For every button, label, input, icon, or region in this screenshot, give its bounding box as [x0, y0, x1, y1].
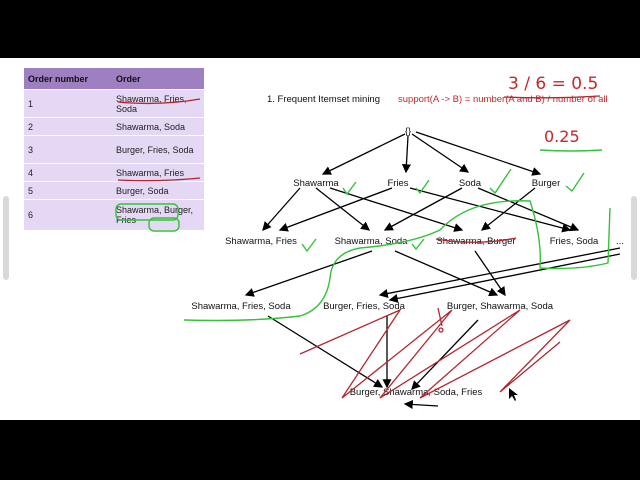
node-level2: Shawarma, Burger [436, 236, 515, 247]
order-cell: Burger, Soda [112, 181, 204, 200]
node-level2: Fries, Soda [550, 236, 599, 247]
table-row: 2 Shawarma, Soda [24, 117, 204, 136]
red-scribble-marks [299, 307, 571, 399]
node-level1: Fries [387, 178, 408, 189]
order-header: Order [112, 68, 204, 90]
table-row: 1 Shawarma, Fries, Soda [24, 89, 204, 118]
root-node: {} [405, 126, 411, 137]
right-scroll-tab[interactable] [631, 196, 637, 280]
edges-level2 [244, 247, 621, 303]
node-level3: Burger, Shawarma, Soda [447, 301, 554, 312]
order-cell: Burger, Fries, Soda [112, 135, 204, 164]
order-number-cell: 5 [24, 181, 112, 200]
support-formula: support(A -> B) = number(A and B) / numb… [398, 94, 608, 105]
itemset-lattice-diagram: 1. Frequent Itemset mining support(A -> … [115, 74, 624, 410]
node-level2: Shawarma, Fries [225, 236, 297, 247]
slide-canvas: Order number Order 1 Shawarma, Fries, So… [0, 58, 640, 420]
node-level3: Shawarma, Fries, Soda [191, 301, 291, 312]
mouse-cursor-icon [509, 388, 518, 401]
table-row: 6 Shawarma, Burger, Fries [24, 199, 204, 230]
node-level2: ... [616, 236, 624, 247]
table-row: 3 Burger, Fries, Soda [24, 135, 204, 164]
order-number-cell: 6 [24, 199, 112, 230]
node-level3: Burger, Fries, Soda [323, 301, 406, 312]
node-level2: Shawarma, Soda [335, 236, 409, 247]
edges-level3 [267, 315, 479, 410]
red-underlines [117, 98, 517, 243]
order-cell: Shawarma, Fries [112, 163, 204, 182]
node-level1: Soda [459, 178, 482, 189]
value-underline [539, 149, 603, 152]
section-heading: 1. Frequent Itemset mining [267, 94, 380, 105]
order-number-cell: 2 [24, 117, 112, 136]
node-level1: Shawarma [293, 178, 339, 189]
order-cell: Shawarma, Soda [112, 117, 204, 136]
table-header-row: Order number Order [24, 68, 204, 90]
table-row: 5 Burger, Soda [24, 181, 204, 200]
order-number-cell: 4 [24, 163, 112, 182]
edges-level1 [262, 187, 580, 233]
order-number-header: Order number [24, 68, 112, 90]
order-cell: Shawarma, Fries, Soda [112, 89, 204, 118]
green-annotations [115, 168, 611, 322]
ratio-underline [503, 95, 601, 99]
node-level4: Burger, Shawarma, Soda, Fries [350, 387, 483, 398]
order-number-cell: 1 [24, 89, 112, 118]
order-number-cell: 3 [24, 135, 112, 164]
edges-root [321, 131, 542, 176]
handwritten-support-value: 0.25 [544, 127, 580, 146]
table-row: 4 Shawarma, Fries [24, 163, 204, 182]
orders-table: Order number Order 1 Shawarma, Fries, So… [24, 68, 204, 230]
left-scroll-tab[interactable] [3, 196, 9, 280]
node-level1: Burger [532, 178, 561, 189]
handwritten-ratio: 3 / 6 = 0.5 [508, 74, 598, 94]
